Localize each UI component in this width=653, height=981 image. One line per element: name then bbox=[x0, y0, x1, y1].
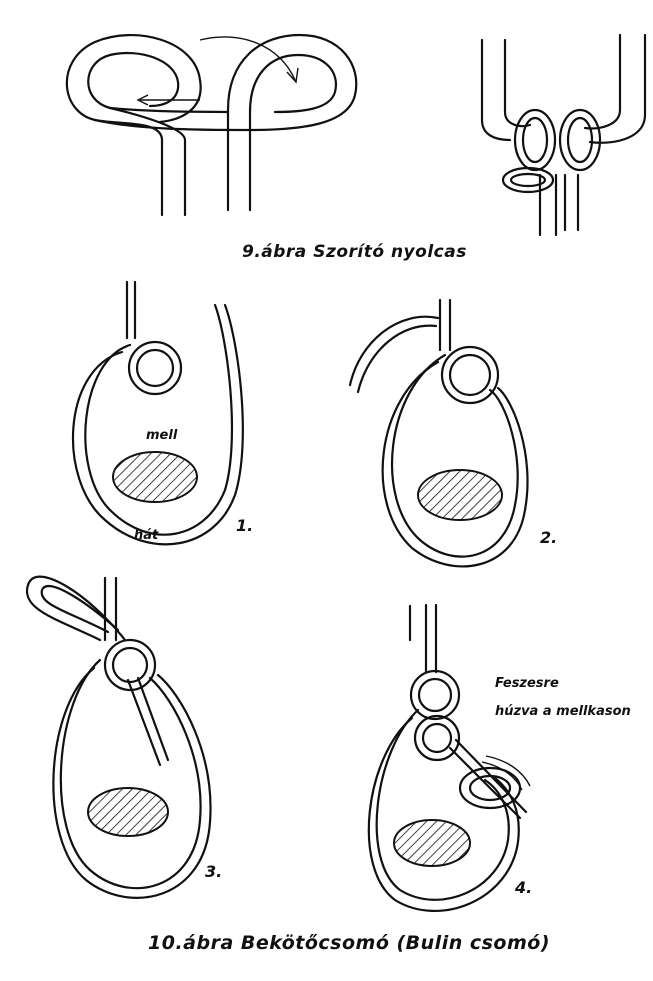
bowline-step-1 bbox=[73, 282, 243, 544]
bowline-step-2 bbox=[350, 300, 528, 566]
chest-cross-section bbox=[394, 820, 470, 866]
figure-9-caption: 9.ábra Szorító nyolcas bbox=[242, 242, 467, 262]
bowline-step-3 bbox=[27, 577, 211, 898]
label-hat: hát bbox=[134, 528, 158, 543]
figure-eight-knot-open bbox=[67, 35, 356, 215]
step-4-number: 4. bbox=[515, 878, 532, 897]
figure-10-caption: 10.ábra Bekötőcsomó (Bulin csomó) bbox=[148, 932, 550, 954]
bowline-step-4 bbox=[369, 605, 530, 911]
step-2-number: 2. bbox=[540, 528, 557, 547]
chest-cross-section bbox=[113, 452, 197, 502]
label-mell: mell bbox=[146, 428, 177, 443]
label-tighten-line1: Feszesre bbox=[495, 676, 559, 691]
step-1-number: 1. bbox=[236, 516, 253, 535]
figure-eight-knot-tightened bbox=[482, 35, 645, 235]
chest-cross-section bbox=[88, 788, 168, 836]
label-tighten-line2: húzva a mellkason bbox=[495, 704, 631, 719]
chest-cross-section bbox=[418, 470, 502, 520]
step-3-number: 3. bbox=[205, 862, 222, 881]
